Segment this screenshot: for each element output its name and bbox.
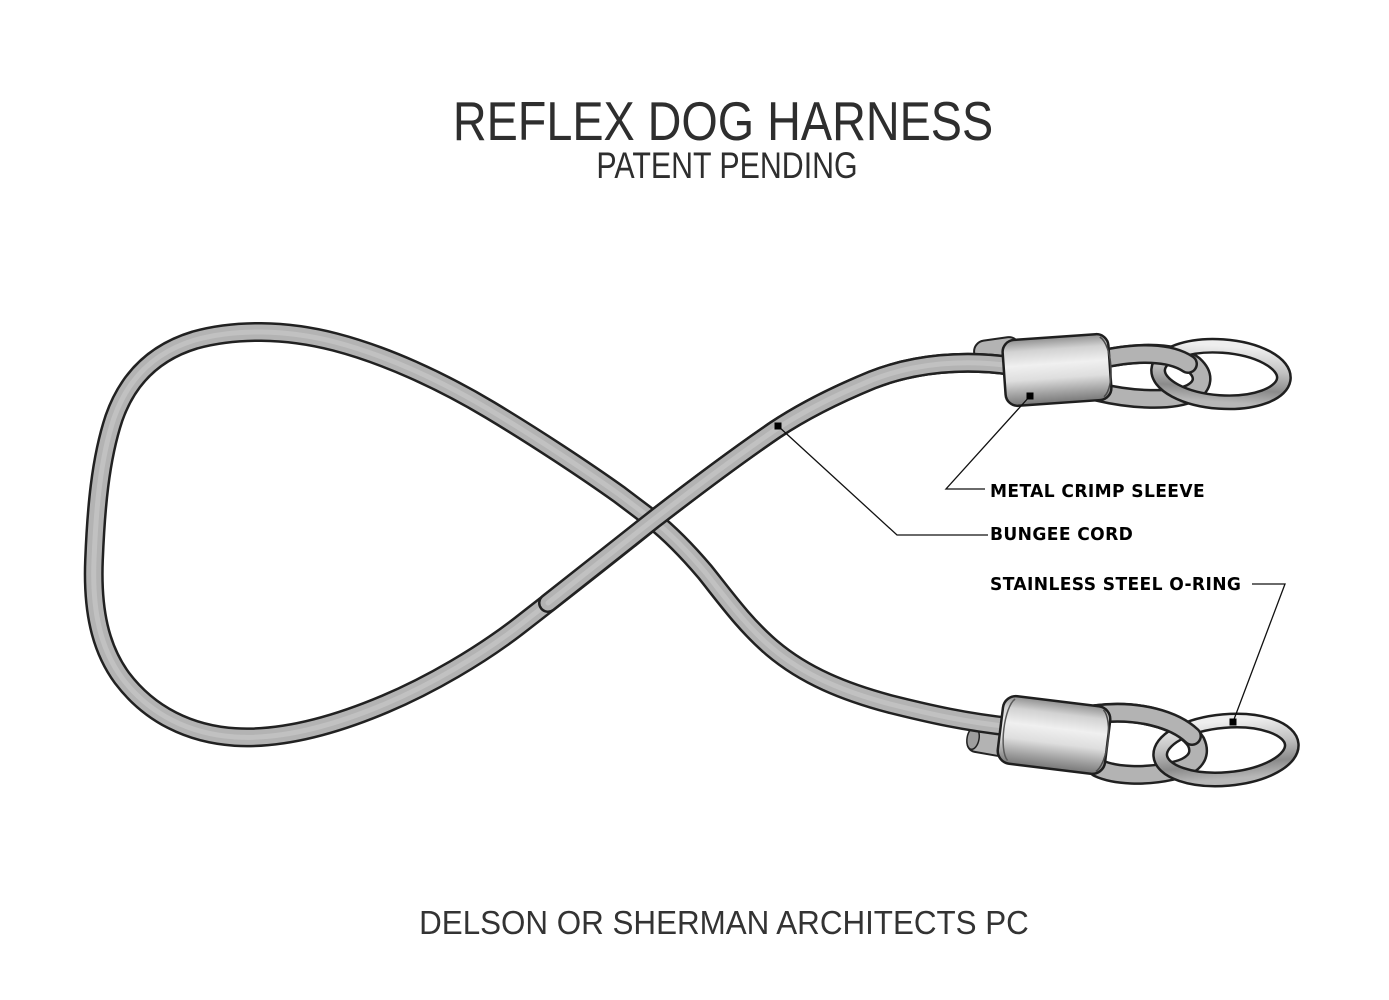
cord-under-fill <box>86 324 1020 745</box>
callout-dot-bungee-cord <box>774 422 782 430</box>
o-ring-bottom <box>1152 712 1300 788</box>
bungee-cord-drawing <box>83 322 1022 748</box>
footer-credit: DELSON OR SHERMAN ARCHITECTS PC <box>419 904 1029 941</box>
leader-line-bungee-cord <box>777 425 988 536</box>
cord-under-outline <box>83 322 1022 748</box>
callout-leaders <box>777 395 1286 723</box>
hardware-assembly-bottom <box>996 694 1300 788</box>
page-subtitle: PATENT PENDING <box>596 145 858 186</box>
leader-line-crimp-sleeve <box>944 395 1031 490</box>
page-title: REFLEX DOG HARNESS <box>452 90 994 152</box>
callout-dot-o-ring <box>1229 718 1237 726</box>
crimp-sleeve-top <box>1001 332 1113 408</box>
callout-label-stainless-steel-o-ring: STAINLESS STEEL O-RING <box>990 574 1242 595</box>
cord-over-sheen <box>545 360 1015 606</box>
callout-label-metal-crimp-sleeve: METAL CRIMP SLEEVE <box>990 481 1206 502</box>
cord-under-sheen <box>91 329 1015 740</box>
callout-dot-crimp-sleeve <box>1026 392 1034 400</box>
callout-label-bungee-cord: BUNGEE CORD <box>990 524 1134 545</box>
leader-line-o-ring <box>1232 583 1286 723</box>
callout-dots <box>774 392 1237 726</box>
o-ring-top <box>1150 337 1292 411</box>
crimp-sleeve-bottom <box>996 694 1112 776</box>
hardware-assembly-top <box>1001 332 1292 411</box>
